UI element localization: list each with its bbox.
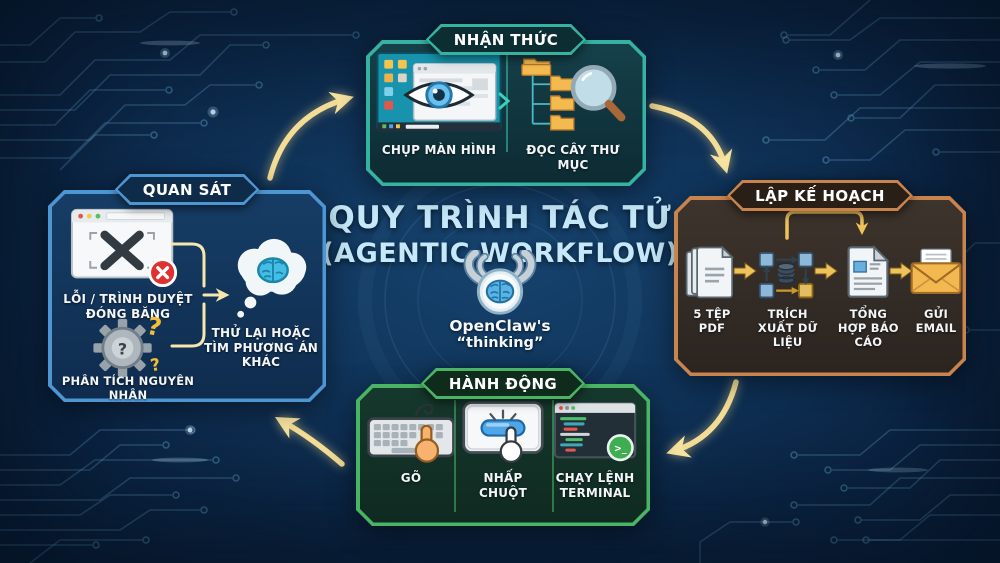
pdf-stack-icon	[685, 245, 735, 299]
perception-header-badge: NHẬN THỨC	[426, 24, 586, 55]
thought-bubble-brain-icon	[237, 238, 307, 318]
merge-arrows	[170, 242, 230, 348]
planning-item-label: GỬI EMAIL	[915, 307, 957, 336]
arrow-planning-to-action	[666, 379, 739, 458]
diagram-title: QUY TRÌNH TÁC TỬ (AGENTIC WORKFLOW)	[285, 200, 715, 269]
panel-planning: LẬP KẾ HOẠCH 5 TỆP PDF	[674, 196, 966, 376]
svg-text:?: ?	[144, 316, 164, 342]
title-line-2: (AGENTIC WORKFLOW)	[321, 238, 679, 269]
arrow-action-to-observation	[274, 417, 345, 467]
planning-item-pdfs: 5 TỆP PDF	[684, 242, 740, 349]
action-item-label: CHẠY LỆNH TERMINAL	[555, 471, 635, 500]
perception-item-label: ĐỌC CÂY THƯ MỤC	[526, 143, 620, 172]
planning-item-label: 5 TỆP PDF	[693, 307, 731, 336]
action-item-label: GÕ	[400, 471, 422, 485]
planning-flow-arrows	[733, 210, 913, 280]
action-item-click: NHẤP CHUỘT	[460, 398, 546, 518]
perception-item-label: CHỤP MÀN HÌNH	[381, 143, 497, 157]
perception-item-screenshot: CHỤP MÀN HÌNH	[376, 52, 502, 180]
planning-header-badge: LẬP KẾ HOẠCH	[727, 180, 913, 211]
action-divider	[454, 400, 457, 512]
perception-header-label: NHẬN THỨC	[453, 30, 559, 49]
panel-action: HÀNH ĐỘNG GÕ	[356, 384, 650, 526]
action-divider	[551, 400, 554, 512]
panel-perception: NHẬN THỨC	[366, 40, 646, 186]
claw-brain-icon	[463, 250, 537, 315]
observation-item-label: PHÂN TÍCH NGUYÊN NHÂN	[61, 374, 195, 403]
planning-item-extract: TRÍCH XUẤT DỮ LIỆU	[752, 242, 824, 349]
planning-item-report: TỔNG HỢP BÁO CÁO	[835, 242, 901, 349]
email-envelope-icon	[910, 248, 962, 294]
logo-caption: “thinking”	[456, 335, 544, 351]
folder-tree-magnifier-icon	[521, 58, 626, 131]
svg-text:?: ?	[149, 354, 162, 375]
openclaw-logo: OpenClaw's “thinking”	[435, 250, 565, 351]
planning-item-email: GỬI EMAIL	[910, 242, 962, 349]
panel-observation: QUAN SÁT LỖI / TRÌNH DUYỆT ĐÓNG BĂNG	[48, 190, 326, 402]
report-document-icon	[847, 245, 890, 298]
terminal-icon: >_	[553, 402, 637, 462]
screenshot-eye-icon	[376, 52, 502, 132]
browser-error-icon	[70, 208, 178, 288]
observation-item-label: LỖI / TRÌNH DUYỆT ĐÓNG BĂNG	[63, 292, 193, 321]
action-item-type: GÕ	[367, 398, 455, 518]
arrow-perception-to-planning	[649, 103, 733, 174]
svg-text:>_: >_	[614, 444, 627, 455]
chevron-right-icon	[498, 92, 510, 110]
logo-name: OpenClaw's	[449, 317, 551, 335]
gear-question-icon: ? ? ?	[93, 316, 164, 378]
svg-text:?: ?	[118, 340, 127, 359]
action-header-badge: HÀNH ĐỘNG	[421, 368, 585, 399]
observation-header-label: QUAN SÁT	[142, 180, 232, 199]
action-item-terminal: >_ CHẠY LỆNH TERMINAL	[552, 398, 638, 518]
mouse-click-icon	[462, 401, 544, 463]
perception-item-dirtree: ĐỌC CÂY THƯ MỤC	[510, 52, 636, 180]
planning-header-label: LẬP KẾ HOẠCH	[755, 186, 885, 205]
arrow-observation-to-perception	[267, 91, 354, 181]
planning-item-label: TỔNG HỢP BÁO CÁO	[837, 307, 899, 350]
action-header-label: HÀNH ĐỘNG	[448, 374, 558, 393]
data-extract-icon	[758, 252, 814, 299]
action-item-label: NHẤP CHUỘT	[479, 471, 527, 500]
title-line-1: QUY TRÌNH TÁC TỬ	[328, 200, 672, 236]
observation-item-label: THỬ LẠI HOẶC TÌM PHƯƠNG ÁN KHÁC	[203, 326, 319, 370]
observation-header-badge: QUAN SÁT	[115, 174, 260, 205]
keyboard-typing-icon	[367, 403, 455, 463]
planning-item-label: TRÍCH XUẤT DỮ LIỆU	[757, 307, 818, 350]
